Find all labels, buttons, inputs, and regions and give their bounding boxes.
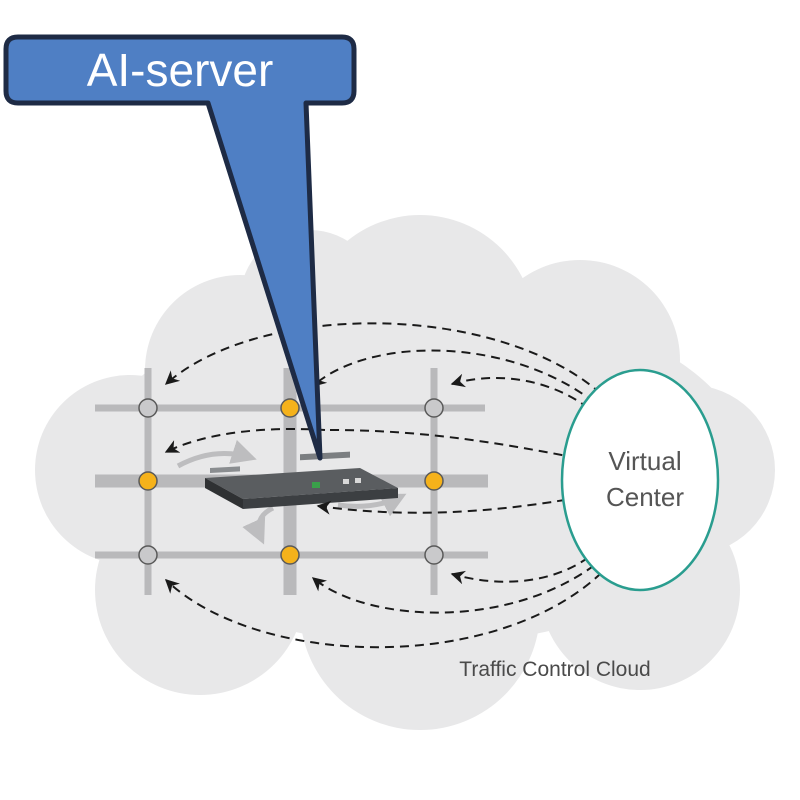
link-to-center-bottom-mid <box>311 555 608 614</box>
node-idle <box>424 545 444 565</box>
node-active <box>280 398 300 418</box>
node-active <box>138 471 158 491</box>
node-idle <box>424 398 444 418</box>
cloud-label: Traffic Control Cloud <box>459 658 650 681</box>
node-active <box>424 471 444 491</box>
link-to-center-outer-top <box>164 322 613 405</box>
link-from-center-middle <box>316 491 590 515</box>
link-to-center-outer-bottom <box>164 560 613 649</box>
link-to-center-middle <box>329 429 590 465</box>
link-to-center-left-mid <box>164 428 326 453</box>
communication-links <box>164 322 613 649</box>
ai-server-label: AI-server <box>87 44 274 96</box>
node-idle <box>138 398 158 418</box>
intersection-nodes <box>138 398 444 565</box>
virtual-center-label-line1: Virtual <box>608 446 681 476</box>
node-active <box>280 545 300 565</box>
ai-server-callout: AI-server <box>3 34 357 461</box>
virtual-center-label-line2: Center <box>606 482 684 512</box>
node-idle <box>138 545 158 565</box>
virtual-center-ellipse <box>560 368 720 592</box>
